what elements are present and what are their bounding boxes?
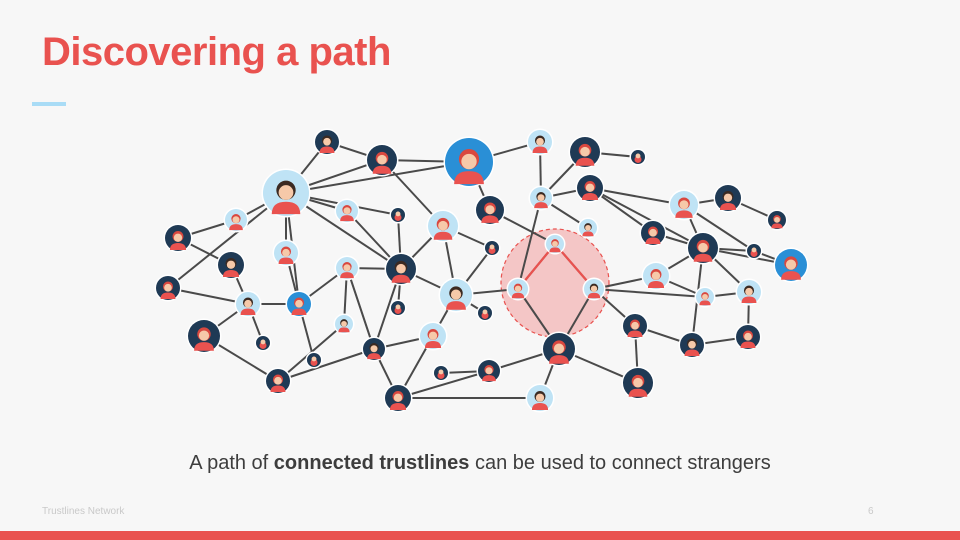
caption-emphasis: connected trustlines [273, 452, 470, 474]
trustline-edge [167, 192, 287, 289]
trustline-edge [593, 288, 706, 298]
user-avatar-node [186, 318, 222, 354]
slide-title: Discovering a path [42, 30, 391, 74]
user-avatar-node [438, 277, 474, 313]
user-avatar-node [621, 312, 649, 340]
user-avatar-node [365, 143, 399, 177]
user-avatar-node [773, 247, 809, 283]
trustline-edge [589, 187, 704, 249]
user-avatar-node [713, 183, 743, 213]
user-avatar-node [639, 219, 667, 247]
user-avatar-node [223, 207, 249, 233]
footer-brand: Trustlines Network [42, 506, 125, 517]
user-avatar-node [389, 299, 407, 317]
user-avatar-node [734, 323, 762, 351]
user-avatar-node [443, 136, 495, 188]
user-avatar-node [154, 274, 182, 302]
user-avatar-node [389, 206, 407, 224]
user-avatar-node [483, 239, 501, 257]
user-avatar-node [766, 209, 788, 231]
user-avatar-node [418, 321, 448, 351]
user-avatar-node [432, 364, 450, 382]
trustline-edge [517, 197, 542, 290]
user-nodes [154, 128, 809, 413]
caption-text-end: can be used to connect strangers [469, 452, 771, 474]
user-avatar-node [272, 239, 300, 267]
trustline-edge [346, 267, 375, 350]
user-avatar-node [629, 148, 647, 166]
user-avatar-node [261, 168, 311, 218]
user-avatar-node [568, 135, 602, 169]
user-avatar-node [305, 351, 323, 369]
bottom-accent-bar [0, 531, 960, 540]
user-avatar-node [216, 250, 246, 280]
user-avatar-node [506, 277, 530, 301]
user-avatar-node [254, 334, 272, 352]
trustline-edge [167, 287, 249, 305]
user-avatar-node [383, 383, 413, 413]
user-avatar-node [544, 233, 566, 255]
user-avatar-node [577, 217, 599, 239]
user-avatar-node [426, 209, 460, 243]
user-avatar-node [264, 367, 292, 395]
user-avatar-node [575, 173, 605, 203]
user-avatar-node [334, 255, 360, 281]
user-avatar-node [234, 290, 262, 318]
user-avatar-node [526, 128, 554, 156]
trustline-edge [285, 161, 470, 194]
trustline-edge [397, 370, 490, 399]
user-avatar-node [641, 261, 671, 291]
user-avatar-node [686, 231, 720, 265]
user-avatar-node [474, 194, 506, 226]
trustline-edge [277, 348, 375, 382]
user-avatar-node [745, 242, 763, 260]
user-avatar-node [621, 366, 655, 400]
user-avatar-node [334, 198, 360, 224]
user-avatar-node [525, 383, 555, 413]
user-avatar-node [361, 336, 387, 362]
user-avatar-node [735, 278, 763, 306]
user-avatar-node [333, 313, 355, 335]
user-avatar-node [528, 185, 554, 211]
user-avatar-node [384, 252, 418, 286]
caption-text-start: A path of [189, 452, 274, 474]
user-avatar-node [668, 189, 700, 221]
user-avatar-node [163, 223, 193, 253]
slide-caption: A path of connected trustlines can be us… [0, 452, 960, 475]
user-avatar-node [285, 290, 313, 318]
user-avatar-node [476, 304, 494, 322]
user-avatar-node [541, 331, 577, 367]
user-avatar-node [582, 277, 606, 301]
user-avatar-node [694, 286, 716, 308]
page-number: 6 [868, 506, 874, 517]
user-avatar-node [476, 358, 502, 384]
user-avatar-node [678, 331, 706, 359]
title-underline [32, 102, 66, 106]
trustline-edge [589, 187, 685, 206]
user-avatar-node [313, 128, 341, 156]
